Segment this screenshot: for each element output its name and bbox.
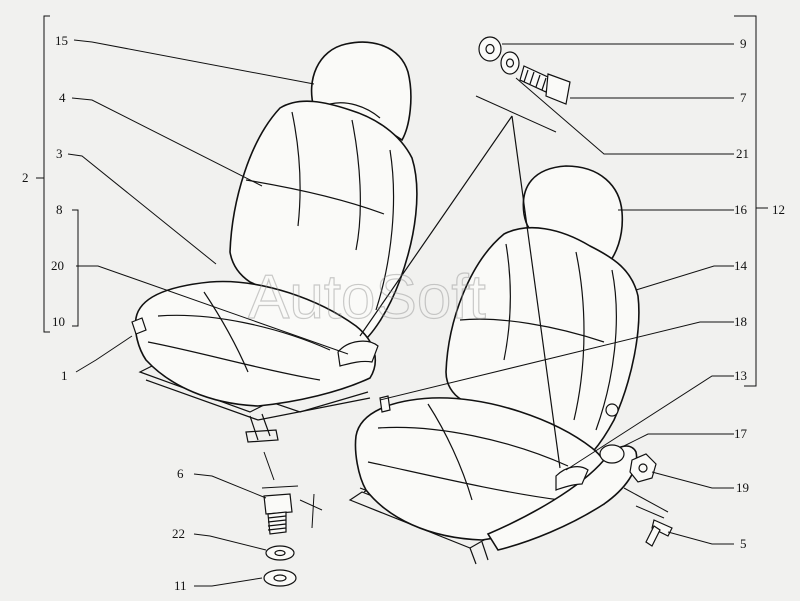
leader-lines [67,39,734,587]
label-3: 3 [56,146,63,161]
label-17: 17 [734,426,748,441]
screw-5 [645,519,673,547]
label-16: 16 [734,202,748,217]
label-6: 6 [177,466,184,481]
watermark: AutoSoft [248,263,486,332]
label-1: 1 [61,368,68,383]
label-18: 18 [734,314,747,329]
label-5: 5 [740,536,747,551]
label-8: 8 [56,202,63,217]
label-15: 15 [55,33,68,48]
label-4: 4 [59,90,66,105]
label-19: 19 [736,480,749,495]
label-21: 21 [736,146,749,161]
left-seat-cushion [134,280,377,407]
label-9: 9 [740,36,747,51]
bracket-2 [36,15,50,333]
left-adjuster-lever [337,340,379,367]
right-seat [348,95,640,565]
label-20: 20 [51,258,64,273]
label-12: 12 [772,202,785,217]
left-side-bolt [131,317,147,335]
label-22: 22 [172,526,185,541]
bracket-12 [734,15,768,387]
label-11: 11 [174,578,187,593]
label-2: 2 [22,170,29,185]
right-side-trim [486,445,638,551]
bolt-6 [263,493,293,535]
label-13: 13 [734,368,747,383]
backrest-fitting [605,403,619,417]
bolt-7 [519,65,571,105]
label-10: 10 [52,314,65,329]
right-buckle [555,466,589,491]
clip-18 [379,395,391,413]
recliner-knob [599,444,625,464]
seat-belt [359,115,561,469]
bracket-8-10 [72,209,79,327]
label-14: 14 [734,258,748,273]
left-seat [131,41,418,443]
label-7: 7 [740,90,747,105]
